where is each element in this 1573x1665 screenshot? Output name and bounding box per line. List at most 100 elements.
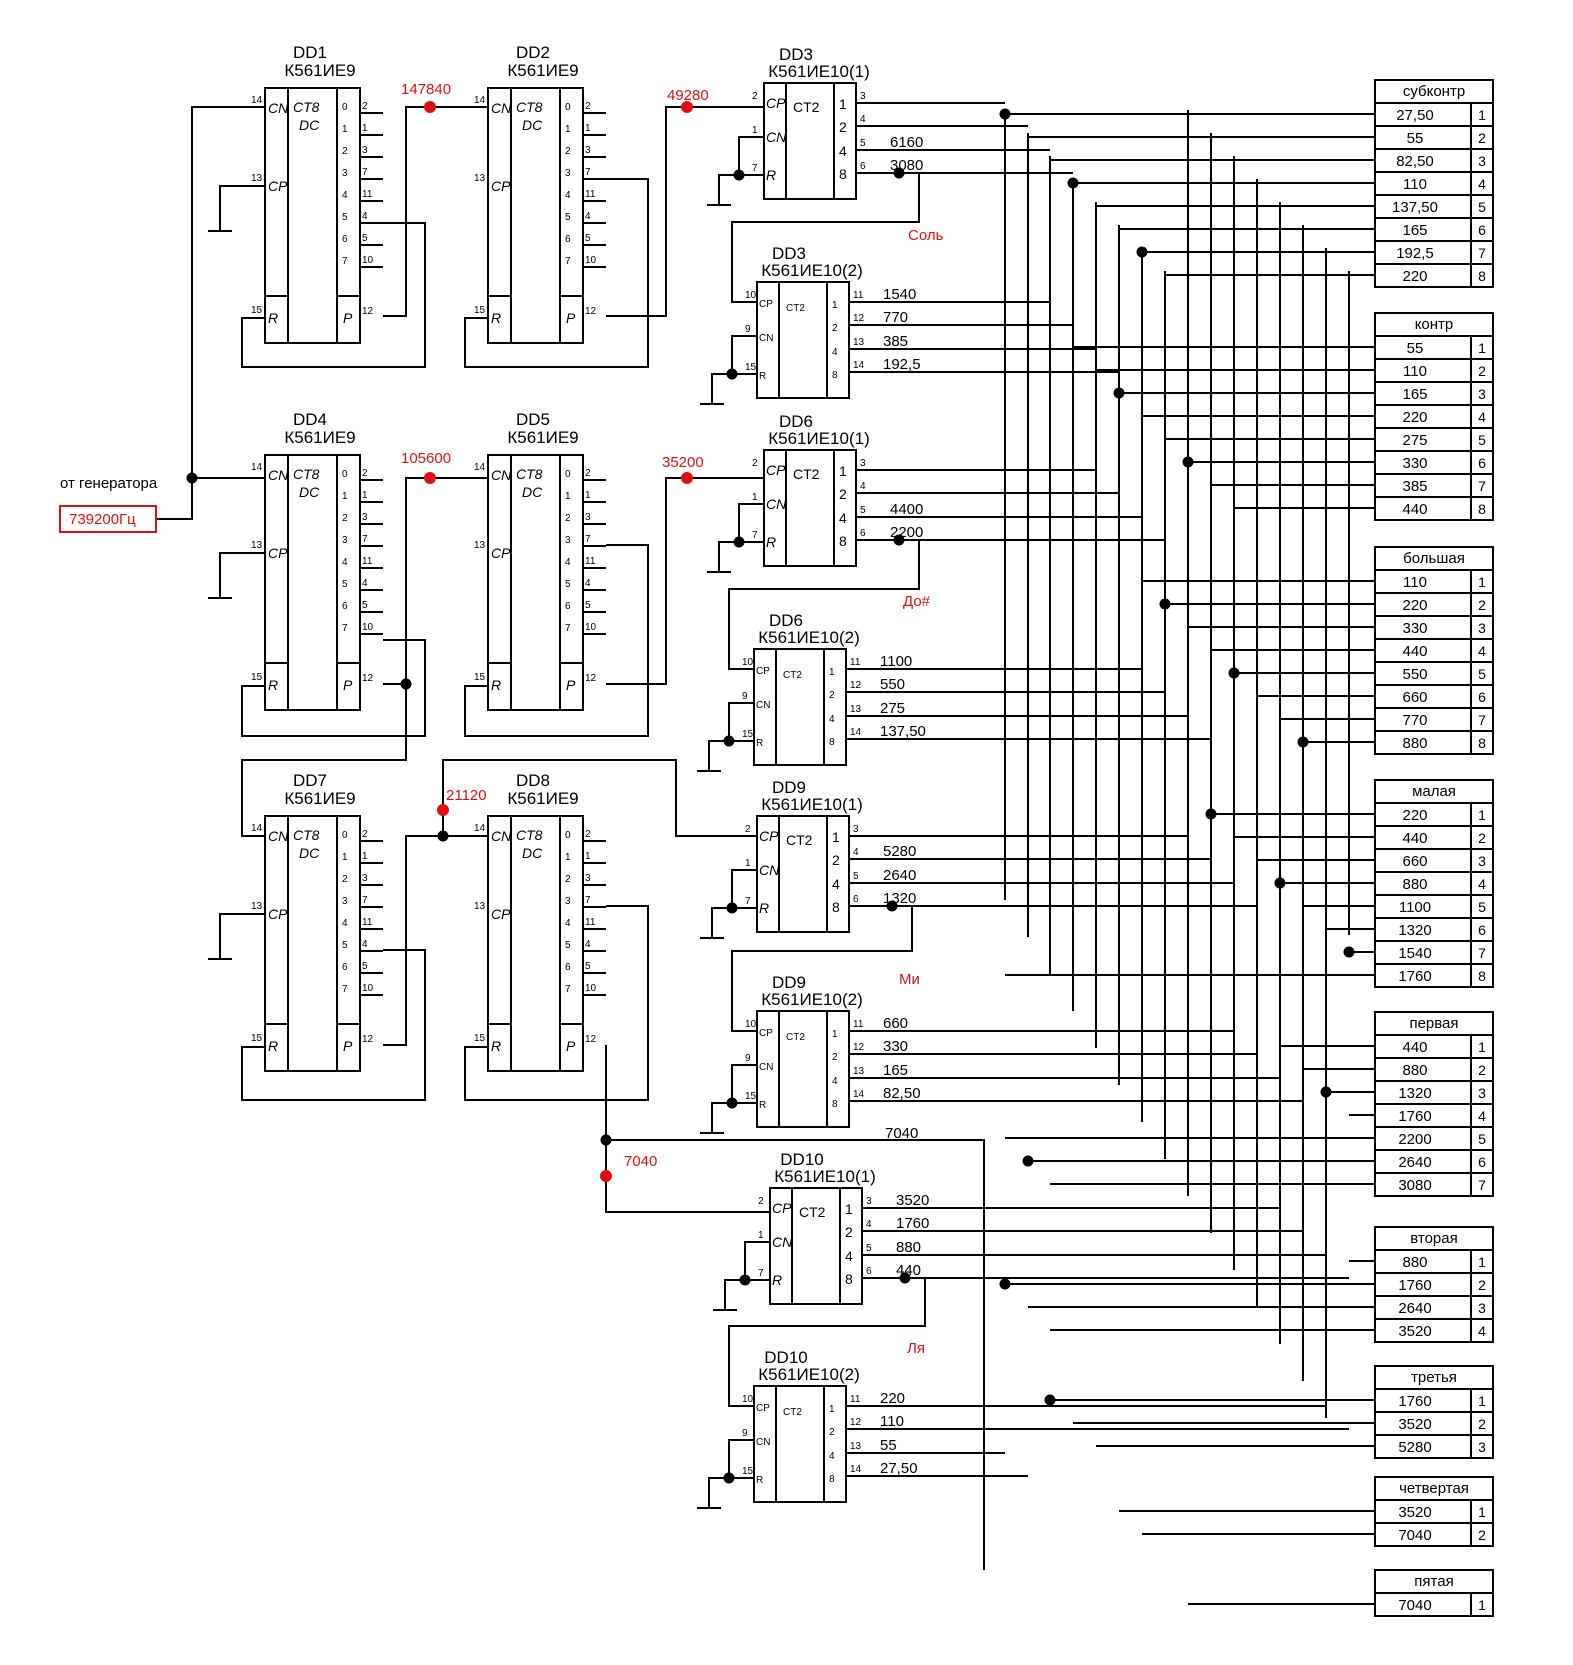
octave-value: 137,50 xyxy=(1392,199,1438,216)
pin-number: 4 xyxy=(362,211,368,222)
output-index: 2 xyxy=(839,119,847,135)
octave-name: контр xyxy=(1415,316,1454,333)
pin-number: 14 xyxy=(474,462,486,473)
octave-index: 8 xyxy=(1478,501,1486,517)
pin-number: 3 xyxy=(860,91,866,102)
output-frequency: 110 xyxy=(880,1413,904,1430)
pin-number: 13 xyxy=(474,901,486,912)
output-index: 5 xyxy=(565,212,571,223)
pin-number: 1 xyxy=(585,851,591,862)
output-frequency: 220 xyxy=(880,1390,905,1407)
counter-cascade xyxy=(731,905,913,1032)
octave-index: 4 xyxy=(1478,643,1486,659)
octave-index: 4 xyxy=(1478,876,1486,892)
output-frequency: 2640 xyxy=(883,867,916,884)
output-index: 4 xyxy=(832,876,840,892)
output-index: 2 xyxy=(565,874,571,885)
output-index: 8 xyxy=(829,737,835,748)
pin-number: 15 xyxy=(474,305,486,316)
chip-type: К561ИЕ9 xyxy=(507,789,578,808)
octave-value: 880 xyxy=(1402,735,1427,752)
output-index: 7 xyxy=(342,984,348,995)
output-frequency: 4400 xyxy=(890,501,923,518)
junction-dot xyxy=(1228,667,1240,679)
pin-number: 13 xyxy=(251,173,263,184)
pin-number: 2 xyxy=(362,829,368,840)
pin-name: CP xyxy=(772,1200,792,1216)
pin-number: 11 xyxy=(585,189,596,200)
output-index: 1 xyxy=(565,491,571,502)
output-index: 2 xyxy=(832,323,838,334)
pin-number: 11 xyxy=(850,657,861,668)
output-frequency: 3080 xyxy=(890,157,923,174)
pin-number: 4 xyxy=(866,1219,872,1230)
pin-name: CN xyxy=(756,1437,770,1448)
octave-value: 192,5 xyxy=(1396,245,1434,262)
octave-value: 1760 xyxy=(1398,1393,1431,1410)
octave-index: 2 xyxy=(1478,1527,1486,1543)
counter-type: К561ИЕ10(1) xyxy=(768,429,870,448)
output-index: 2 xyxy=(342,874,348,885)
octave-index: 2 xyxy=(1478,1416,1486,1432)
labels: от генератора 739200Гц 147840 49280 1056… xyxy=(59,81,944,1357)
counter-body xyxy=(769,1187,863,1305)
pin-number: 4 xyxy=(362,578,368,589)
octave-index: 5 xyxy=(1478,432,1486,448)
octave-index: 1 xyxy=(1478,574,1486,590)
pin-name: CP xyxy=(491,545,511,561)
pin-number: 15 xyxy=(742,729,754,740)
octave-index: 8 xyxy=(1478,968,1486,984)
pin-number: 4 xyxy=(853,847,859,858)
output-frequency: 1760 xyxy=(896,1215,929,1232)
junction-dot xyxy=(1022,1155,1034,1167)
counter-id: DD3 xyxy=(779,45,813,64)
output-frequency: 137,50 xyxy=(880,723,926,740)
output-index: 7 xyxy=(565,623,571,634)
octave-name: большая xyxy=(1403,550,1465,567)
counter-inner: CT2 xyxy=(786,832,813,848)
octave-name: первая xyxy=(1409,1015,1458,1032)
octave-value: 660 xyxy=(1402,689,1427,706)
red-junction-dot xyxy=(681,472,693,484)
pin-number: 2 xyxy=(758,1196,764,1207)
pin-number: 13 xyxy=(853,337,865,348)
chip-body xyxy=(264,815,361,1072)
pin-number: 2 xyxy=(585,468,591,479)
octave-name: малая xyxy=(1412,783,1456,800)
chip-inner-dc: DC xyxy=(299,117,320,133)
pin-number: 7 xyxy=(585,895,591,906)
dd4-reset-loop xyxy=(241,639,426,737)
chip-body xyxy=(264,87,361,344)
pin-name: CN xyxy=(491,467,512,483)
octave-index: 4 xyxy=(1478,409,1486,425)
octave-name: вторая xyxy=(1410,1230,1458,1247)
counter-body xyxy=(763,449,857,567)
octave-index: 7 xyxy=(1478,945,1486,961)
octave-index: 5 xyxy=(1478,199,1486,215)
pin-number: 1 xyxy=(752,125,758,136)
chip-inner-dc: DC xyxy=(522,484,543,500)
tie-wire xyxy=(731,335,757,375)
pin-number: 11 xyxy=(585,556,596,567)
pin-name: P xyxy=(343,310,353,326)
pin-number: 1 xyxy=(745,858,751,869)
pin-number: 13 xyxy=(251,540,263,551)
junction-dot xyxy=(999,1278,1011,1290)
junction-dot xyxy=(1044,1394,1056,1406)
octave-index: 1 xyxy=(1478,1039,1486,1055)
pin-name: CN xyxy=(491,100,512,116)
counter-inner: CT2 xyxy=(793,99,820,115)
counter-body xyxy=(756,815,850,933)
output-frequency: 192,5 xyxy=(883,356,921,373)
octave-value: 660 xyxy=(1402,853,1427,870)
chip-type: К561ИЕ9 xyxy=(284,61,355,80)
output-frequency: 275 xyxy=(880,700,905,717)
output-index: 4 xyxy=(342,918,348,929)
pin-number: 15 xyxy=(251,305,263,316)
octave-index: 4 xyxy=(1478,176,1486,192)
octave-index: 5 xyxy=(1478,1131,1486,1147)
counter-id: DD10 xyxy=(764,1348,807,1367)
